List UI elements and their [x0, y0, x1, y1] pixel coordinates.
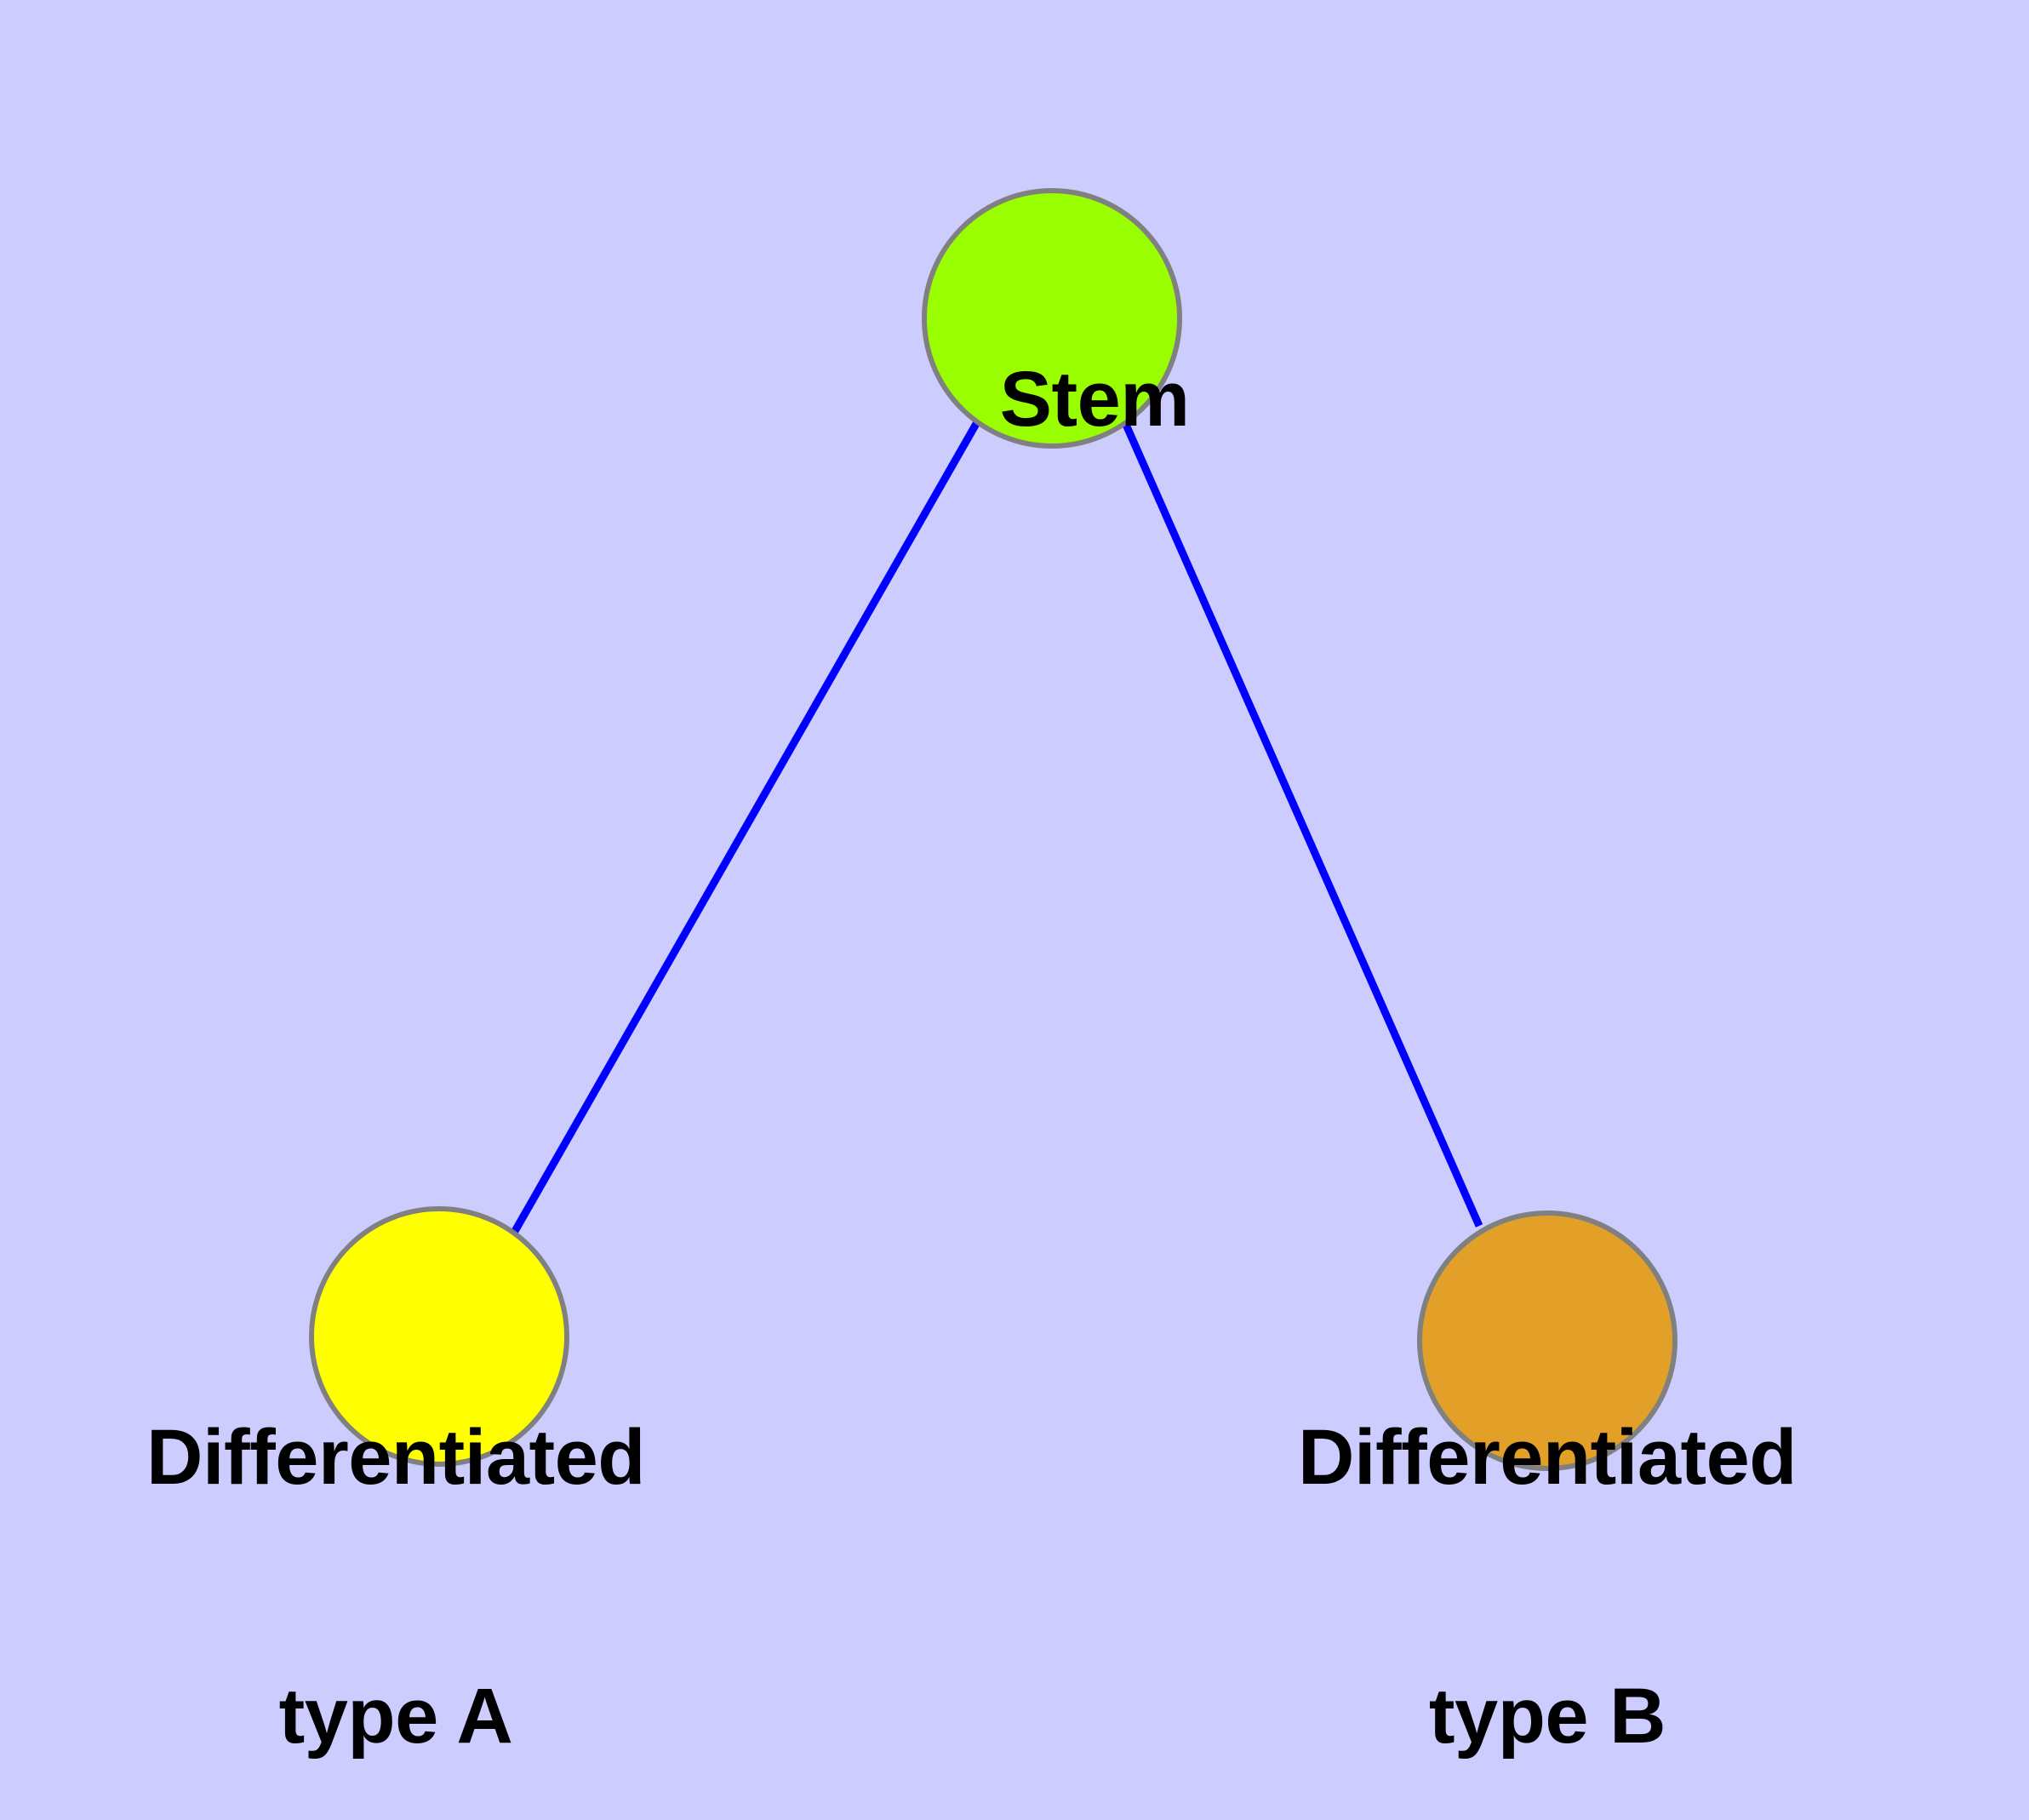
- edge-layer: [511, 417, 1483, 1235]
- edge-stem-to-diff-b[interactable]: [1119, 417, 1483, 1228]
- node-layer: [309, 188, 1677, 1471]
- node-differentiated-type-a[interactable]: [309, 1206, 569, 1467]
- node-differentiated-type-b[interactable]: [1417, 1210, 1677, 1471]
- edge-stem-to-diff-a[interactable]: [511, 420, 980, 1235]
- node-stem[interactable]: [922, 188, 1182, 449]
